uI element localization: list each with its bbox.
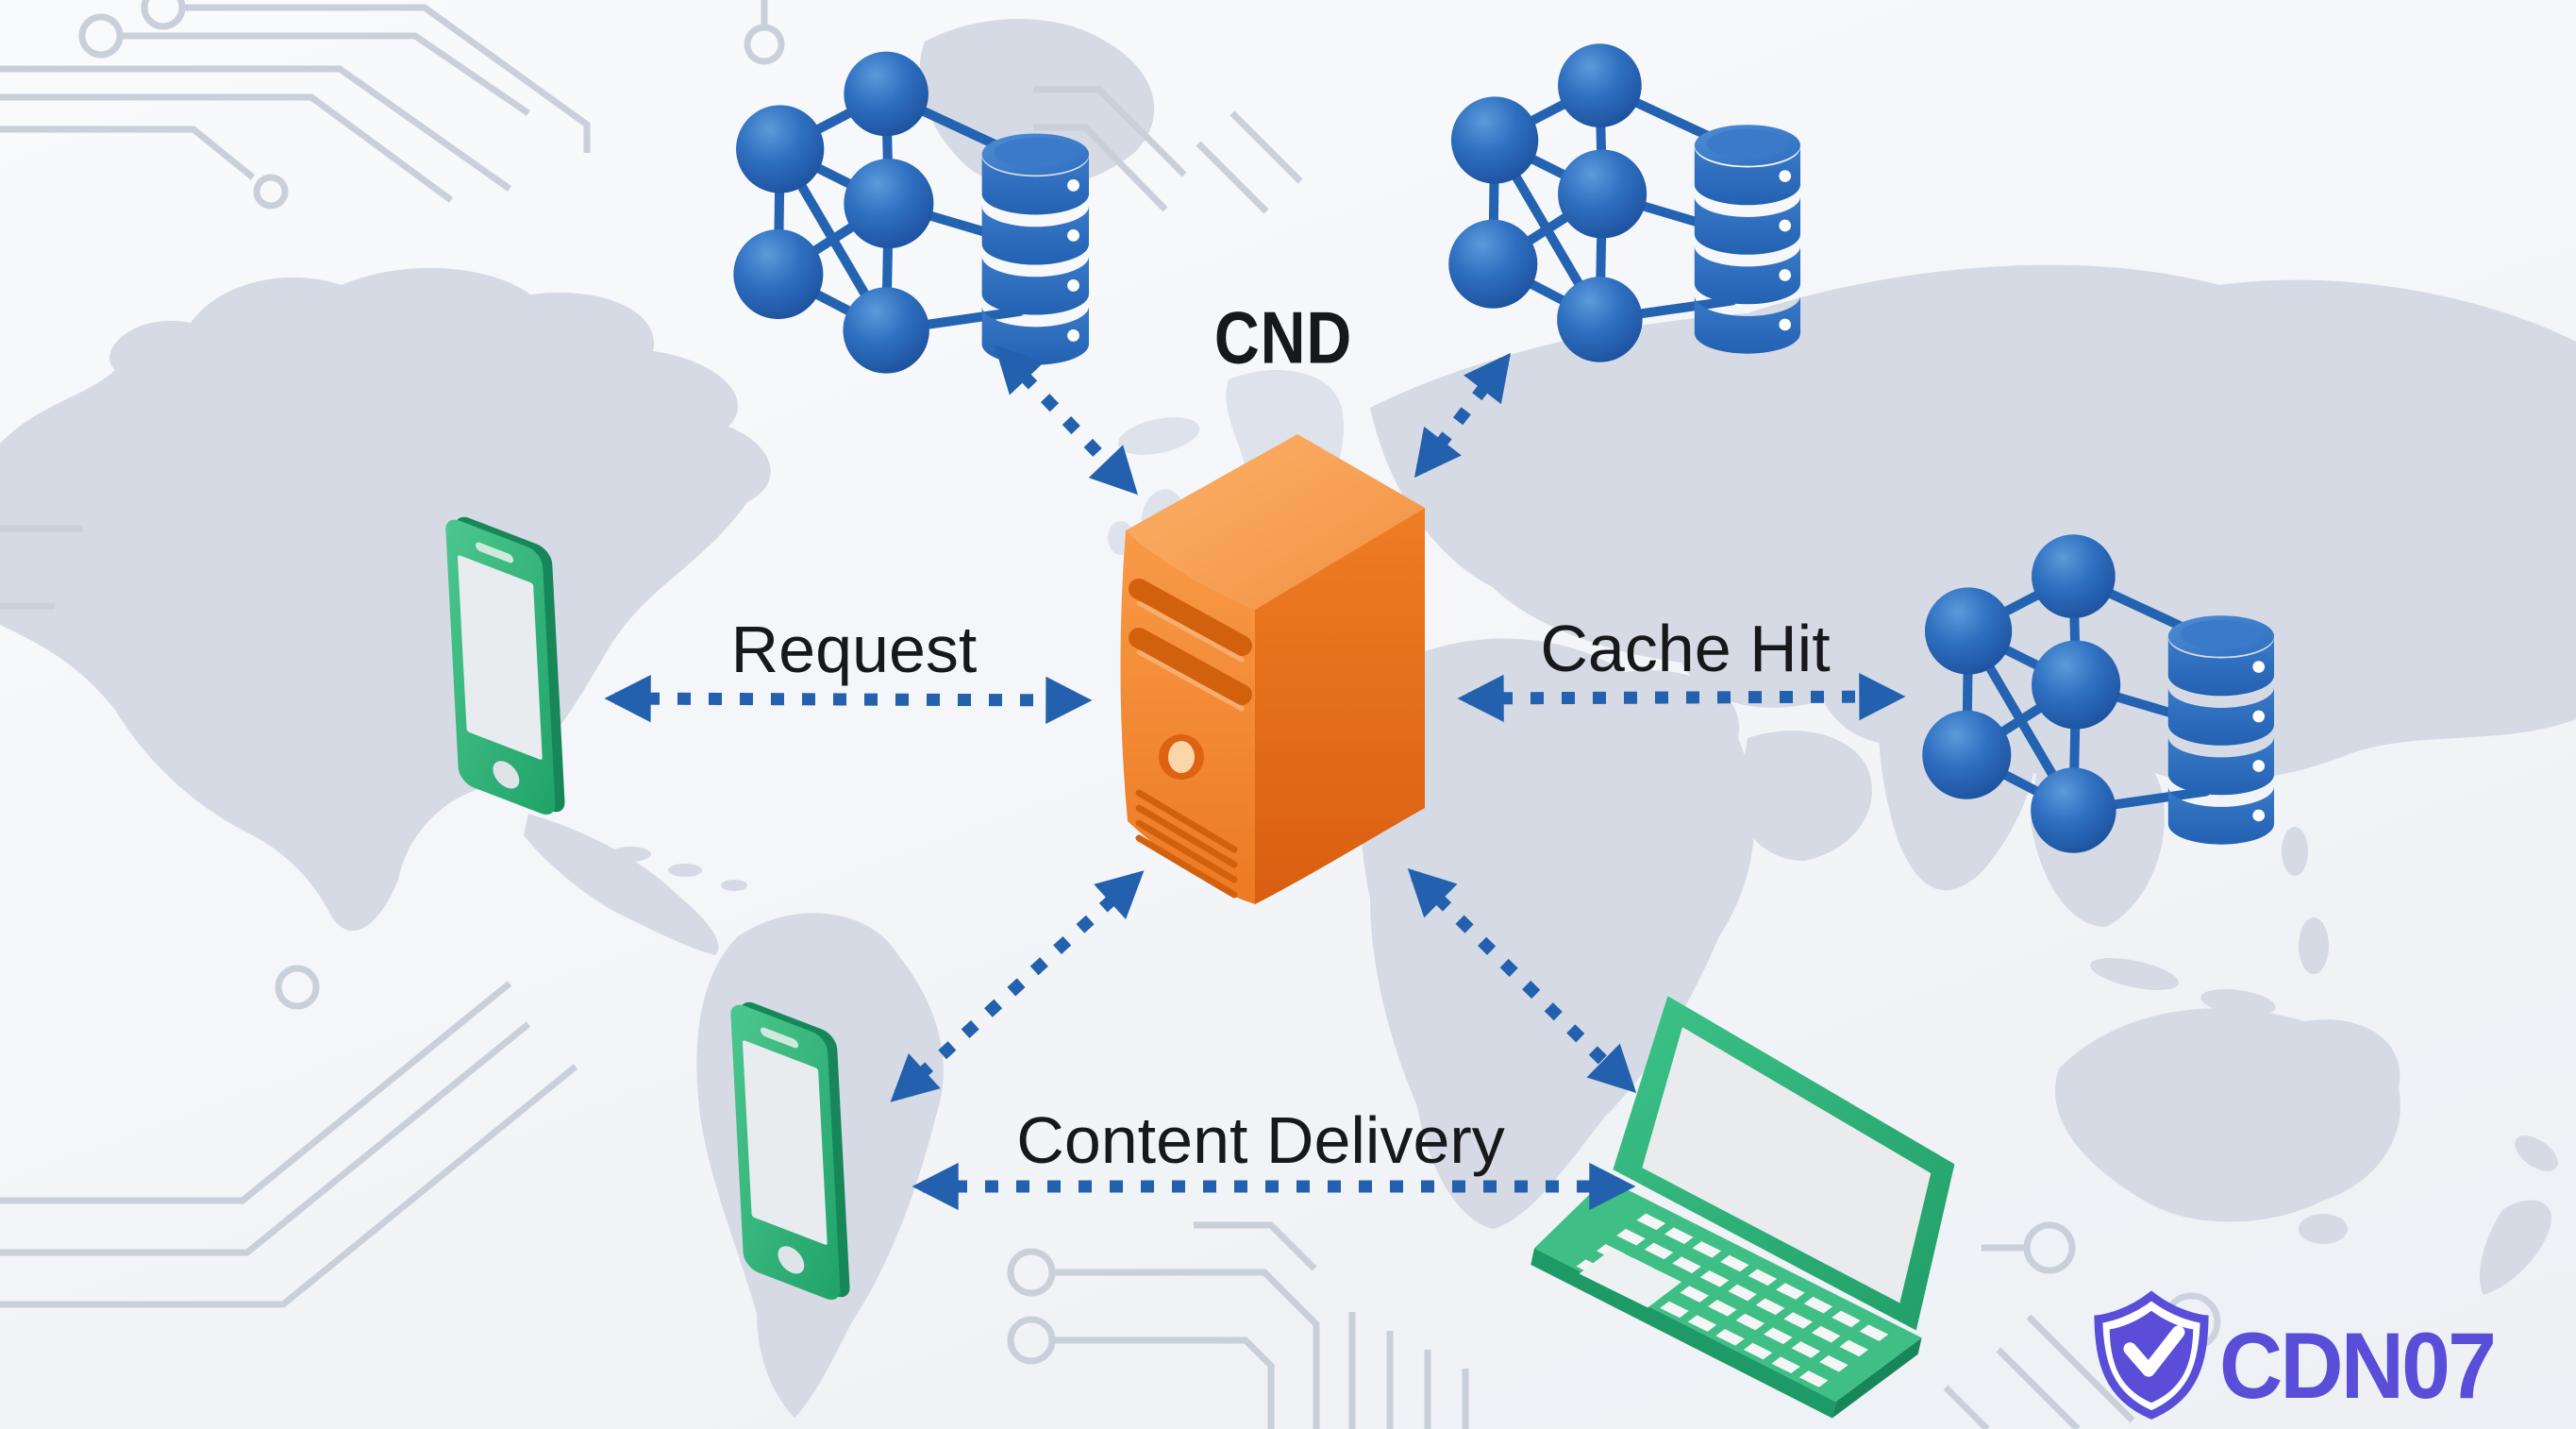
shield-check-icon (2094, 1290, 2221, 1420)
laptop-screen (1642, 1027, 1932, 1303)
laptop-trackpad (1579, 1248, 1681, 1308)
circuit-traces (0, 0, 2135, 1429)
content-delivery-label: Content Delivery (1016, 1103, 1505, 1177)
phone-speaker (475, 542, 514, 563)
logo-text: CDN07 (2219, 1313, 2497, 1418)
arrow-server-phone-bottom (890, 870, 1145, 1102)
arrow-cache-hit (1457, 673, 1906, 722)
arrow-server-laptop (1407, 867, 1637, 1094)
cdn-server-icon (1120, 434, 1425, 904)
server-vents (1135, 789, 1238, 899)
arrow-request (604, 675, 1093, 724)
smartphone-bottom-icon (730, 1001, 850, 1300)
diagram-title: CND (1213, 295, 1353, 379)
cache-hit-label: Cache Hit (1540, 612, 1831, 685)
laptop-icon (1531, 996, 1955, 1419)
phone-screen (743, 1040, 828, 1245)
server-front-slots (1129, 579, 1252, 712)
phone-speaker (760, 1027, 799, 1049)
server-power-button (1159, 734, 1204, 780)
phone-home-button (493, 761, 520, 789)
phone-home-button (778, 1246, 805, 1274)
request-label: Request (730, 613, 978, 686)
world-map (0, 19, 2576, 1418)
arrow-server-cluster-top-left (995, 345, 1138, 496)
logo: CDN07 (2085, 1282, 2557, 1423)
smartphone-left-icon (445, 516, 565, 815)
phone-screen (458, 555, 543, 760)
arrow-server-cluster-top-right (1413, 352, 1512, 479)
